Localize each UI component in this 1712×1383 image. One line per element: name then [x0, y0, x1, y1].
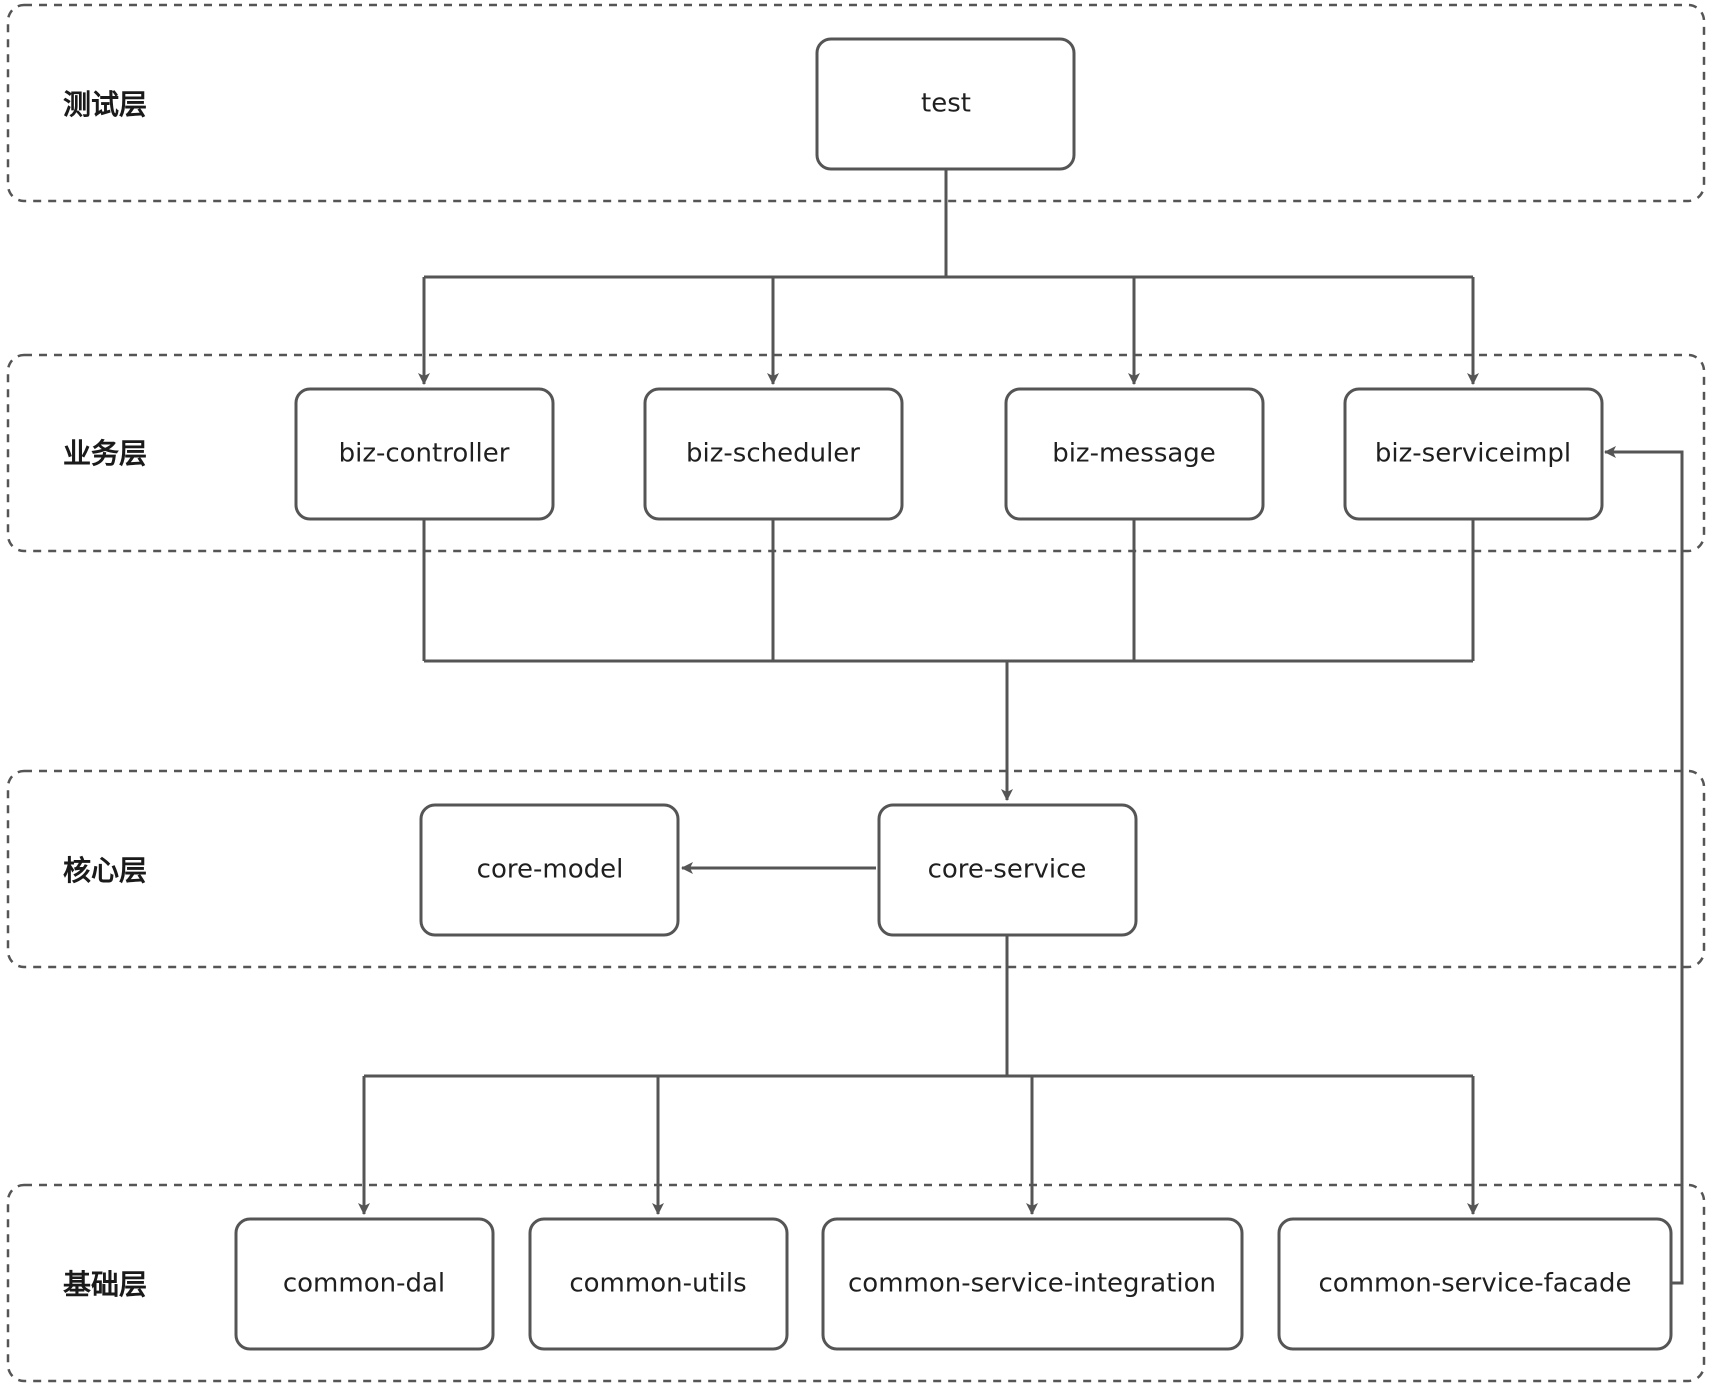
node-biz-controller[interactable]: biz-controller — [294, 387, 555, 521]
node-core-service-label: core-service — [928, 855, 1087, 885]
node-common-dal-box — [234, 1217, 495, 1351]
node-core-model-label: core-model — [477, 855, 624, 885]
node-core-service-box — [877, 803, 1138, 937]
node-common-service-integration-box — [821, 1217, 1244, 1351]
edges — [358, 169, 1684, 1285]
node-biz-serviceimpl-box — [1343, 387, 1604, 521]
layer-test-label: 测试层 — [63, 88, 147, 121]
layer-core-frame — [6, 769, 1706, 969]
node-common-service-facade-box — [1277, 1217, 1673, 1351]
node-biz-scheduler-label: biz-scheduler — [686, 439, 860, 469]
node-biz-message-box — [1004, 387, 1265, 521]
node-biz-controller-label: biz-controller — [339, 439, 510, 469]
node-test-label: test — [921, 89, 971, 119]
node-core-model-box — [419, 803, 680, 937]
layer-base: 基础层 — [6, 1183, 1706, 1383]
node-common-utils-box — [528, 1217, 789, 1351]
node-common-utils[interactable]: common-utils — [528, 1217, 789, 1351]
node-common-service-facade[interactable]: common-service-facade — [1277, 1217, 1673, 1351]
node-common-service-facade-label: common-service-facade — [1319, 1269, 1632, 1299]
node-core-service[interactable]: core-service — [877, 803, 1138, 937]
node-biz-scheduler-box — [643, 387, 904, 521]
node-biz-scheduler[interactable]: biz-scheduler — [643, 387, 904, 521]
node-common-dal-label: common-dal — [283, 1269, 445, 1299]
node-biz-serviceimpl-label: biz-serviceimpl — [1375, 439, 1571, 469]
layer-biz-label: 业务层 — [63, 437, 147, 470]
edge-facade-to-serviceimpl — [1604, 446, 1684, 1285]
node-test[interactable]: test — [815, 37, 1076, 171]
layer-test-frame — [6, 3, 1706, 203]
layer-base-label: 基础层 — [63, 1268, 147, 1301]
layer-biz: 业务层 — [6, 353, 1706, 553]
node-biz-controller-box — [294, 387, 555, 521]
node-common-dal[interactable]: common-dal — [234, 1217, 495, 1351]
node-core-model[interactable]: core-model — [419, 803, 680, 937]
node-biz-message[interactable]: biz-message — [1004, 387, 1265, 521]
node-common-service-integration[interactable]: common-service-integration — [821, 1217, 1244, 1351]
layer-test: 测试层 — [6, 3, 1706, 203]
node-common-service-integration-label: common-service-integration — [848, 1269, 1216, 1299]
layer-core: 核心层 — [6, 769, 1706, 969]
node-biz-serviceimpl[interactable]: biz-serviceimpl — [1343, 387, 1604, 521]
node-common-utils-label: common-utils — [569, 1269, 746, 1299]
layer-core-label: 核心层 — [63, 854, 147, 887]
layer-base-frame — [6, 1183, 1706, 1383]
node-biz-message-label: biz-message — [1052, 439, 1216, 469]
node-test-box — [815, 37, 1076, 171]
layer-biz-frame — [6, 353, 1706, 553]
